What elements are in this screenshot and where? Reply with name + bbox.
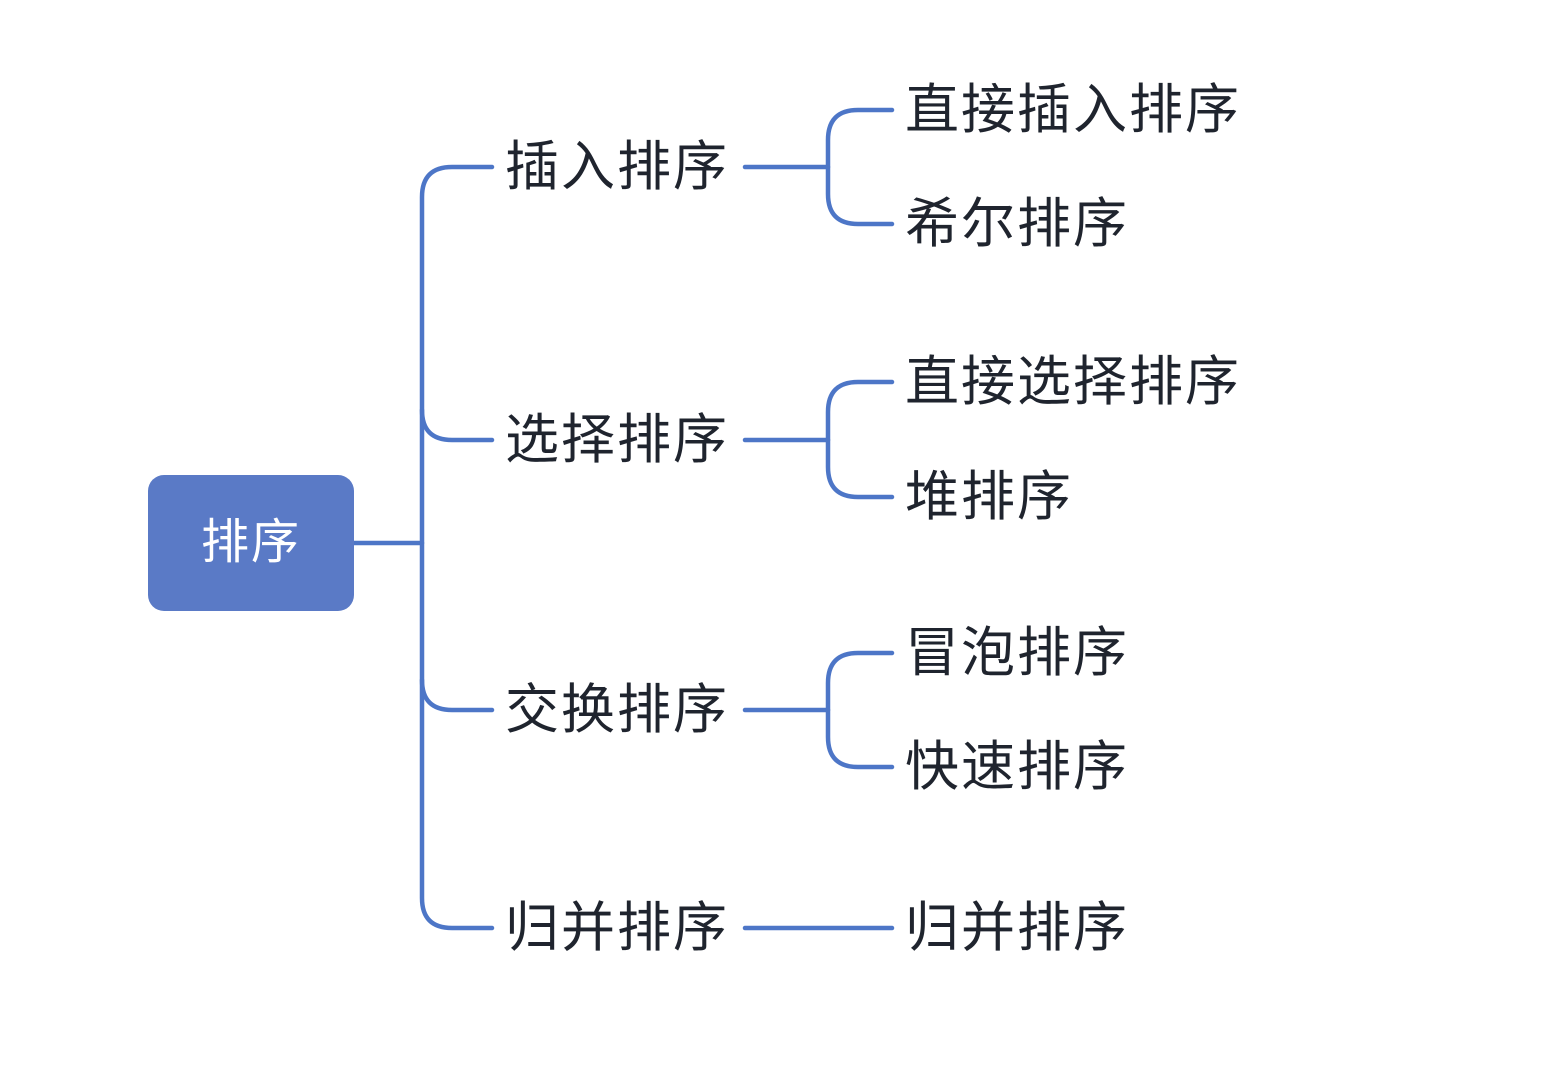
child-node-bubble-sort[interactable]: 冒泡排序	[905, 623, 1129, 683]
connector-branch3-takeoff	[419, 677, 495, 713]
connector-branch2-subtrunk	[825, 379, 895, 500]
child-node-heap-sort[interactable]: 堆排序	[905, 467, 1073, 527]
child-node-shell-sort[interactable]: 希尔排序	[905, 194, 1129, 254]
child-node-direct-selection-sort[interactable]: 直接选择排序	[905, 352, 1241, 412]
connector-branch2-takeoff	[419, 407, 495, 443]
branch-node-insertion-sort[interactable]: 插入排序	[505, 137, 729, 197]
root-node-sorting[interactable]: 排序	[148, 475, 354, 611]
connector-branch1-subtrunk	[825, 107, 895, 227]
child-node-direct-insertion-sort[interactable]: 直接插入排序	[905, 80, 1241, 140]
child-node-merge-sort-leaf[interactable]: 归并排序	[905, 898, 1129, 958]
branch-node-merge-sort[interactable]: 归并排序	[505, 898, 729, 958]
child-node-quick-sort[interactable]: 快速排序	[905, 737, 1129, 797]
connector-branch3-subtrunk	[825, 650, 895, 770]
branch-node-selection-sort[interactable]: 选择排序	[505, 410, 729, 470]
connector-trunk	[419, 164, 495, 931]
branch-node-exchange-sort[interactable]: 交换排序	[505, 680, 729, 740]
